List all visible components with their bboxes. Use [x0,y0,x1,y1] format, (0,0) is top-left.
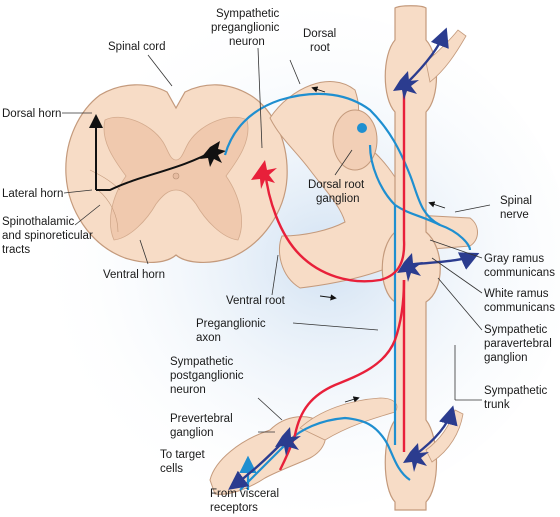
label-visceral: From visceral [210,488,279,500]
label-visceral-2: receptors [210,502,258,514]
label-spinothalamic-2: and spinoreticular [2,230,93,242]
label-symp-pre-neuron-3: neuron [229,36,265,48]
label-spinal-nerve-2: nerve [500,209,529,221]
label-paravertebral: Sympathetic [484,324,548,336]
label-preganglionic-axon: Preganglionic [196,318,266,330]
label-symp-post-2: postganglionic [170,370,244,382]
label-spinothalamic: Spinothalamic [2,216,74,228]
label-dorsal-root-2: root [310,42,331,54]
label-drg: Dorsal root [308,179,365,191]
afferent-fiber [223,92,472,491]
label-trunk-2: trunk [484,399,510,411]
label-target: To target [160,449,206,461]
labels: Spinal cord Sympathetic preganglionic ne… [2,8,555,514]
label-ventral-horn: Ventral horn [103,269,165,281]
postganglionic-fiber [228,27,480,490]
label-spinothalamic-3: tracts [2,244,30,256]
flow-arrows [311,86,446,403]
label-ventral-root: Ventral root [226,295,286,307]
label-white-ramus-2: communicans [484,302,555,314]
label-symp-pre-neuron-2: preganglionic [211,22,280,34]
label-gray-ramus: Gray ramus [484,253,544,265]
upper-branch-tissue [425,29,467,83]
label-symp-post-3: neuron [170,384,206,396]
label-dorsal-root: Dorsal [303,28,336,40]
label-white-ramus: White ramus [484,288,549,300]
label-prevertebral-2: ganglion [170,427,213,439]
leader-lines [62,47,491,433]
label-trunk: Sympathetic [484,385,548,397]
label-target-2: cells [160,463,183,475]
label-symp-post: Sympathetic [170,356,234,368]
label-paravertebral-3: ganglion [484,352,527,364]
label-symp-pre-neuron: Sympathetic [216,8,280,20]
spinothalamic-neuron [89,114,226,191]
label-spinal-nerve: Spinal [500,195,532,207]
label-drg-2: ganglion [316,193,359,205]
label-dorsal-horn: Dorsal horn [2,108,61,120]
label-spinal-cord: Spinal cord [108,41,166,53]
label-gray-ramus-2: communicans [484,267,555,279]
label-lateral-horn: Lateral horn [2,188,63,200]
label-paravertebral-2: paravertebral [484,338,552,350]
spinal-cord-section [65,84,288,264]
label-prevertebral: Prevertebral [170,413,233,425]
label-preganglionic-axon-2: axon [196,332,221,344]
